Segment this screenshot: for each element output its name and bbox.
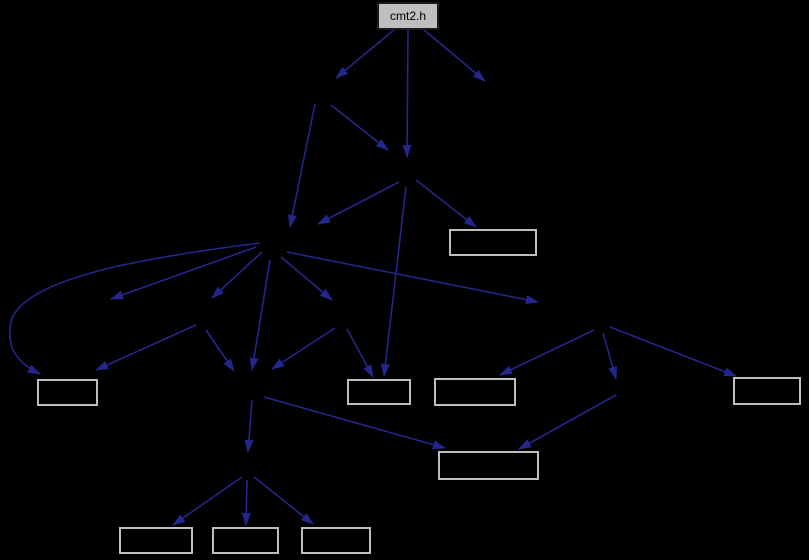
graph-node-box8[interactable]: [119, 527, 193, 554]
graph-edge-jB-to-box2: [415, 179, 477, 228]
graph-edge-cmt2h-to-jA: [335, 28, 396, 79]
graph-node-box9[interactable]: [212, 527, 279, 554]
graph-edge-jD-to-box3: [8, 242, 261, 375]
graph-edge-jD-to-jG: [249, 259, 271, 371]
graph-edge-cmt2h-to-jB: [402, 28, 412, 158]
graph-edge-cmt2h-to-jC: [422, 28, 486, 82]
graph-edge-jA-to-jD: [287, 103, 316, 228]
graph-edge-jF-to-box3: [95, 324, 197, 371]
graph-node-box7[interactable]: [438, 451, 539, 480]
nodes-layer: cmt2.h: [37, 2, 801, 554]
graph-edge-jI-to-box6: [609, 326, 737, 377]
graph-edge-jG-to-jK: [244, 399, 254, 453]
graph-node-cmt2-h: [377, 2, 439, 30]
graph-edge-jD-to-jI: [286, 251, 539, 305]
graph-edge-jD-to-jF: [211, 251, 263, 299]
graph-edge-jD-to-jE: [110, 246, 257, 300]
graph-edge-jJ-to-box7: [518, 394, 617, 450]
graph-edge-jH-to-jG: [271, 327, 336, 370]
graph-node-box6[interactable]: [733, 377, 801, 405]
graph-node-label: cmt2.h: [390, 9, 426, 23]
graph-edge-jI-to-jJ: [602, 332, 618, 380]
graph-edge-jD-to-jH: [280, 256, 333, 301]
graph-node-box3[interactable]: [37, 379, 98, 406]
graph-node-box4[interactable]: [347, 379, 411, 405]
graph-node-box5[interactable]: [434, 378, 516, 406]
graph-edge-jB-to-jD: [317, 181, 400, 225]
graph-edge-jG-to-box7: [263, 396, 446, 450]
graph-node-box10[interactable]: [301, 527, 371, 554]
graph-edge-jF-to-jG: [205, 329, 235, 372]
graph-edge-jK-to-box9: [241, 479, 251, 526]
edges-layer: [8, 28, 737, 526]
graph-edge-jK-to-box10: [253, 476, 314, 525]
graph-edge-jB-to-box4: [380, 186, 407, 377]
graph-edge-jA-to-jB: [330, 104, 389, 151]
graph-edge-jH-to-box4: [346, 328, 374, 378]
graph-edge-jK-to-box8: [172, 476, 243, 526]
graph-edge-jI-to-box5: [499, 329, 595, 376]
graph-node-box2[interactable]: [449, 229, 537, 256]
